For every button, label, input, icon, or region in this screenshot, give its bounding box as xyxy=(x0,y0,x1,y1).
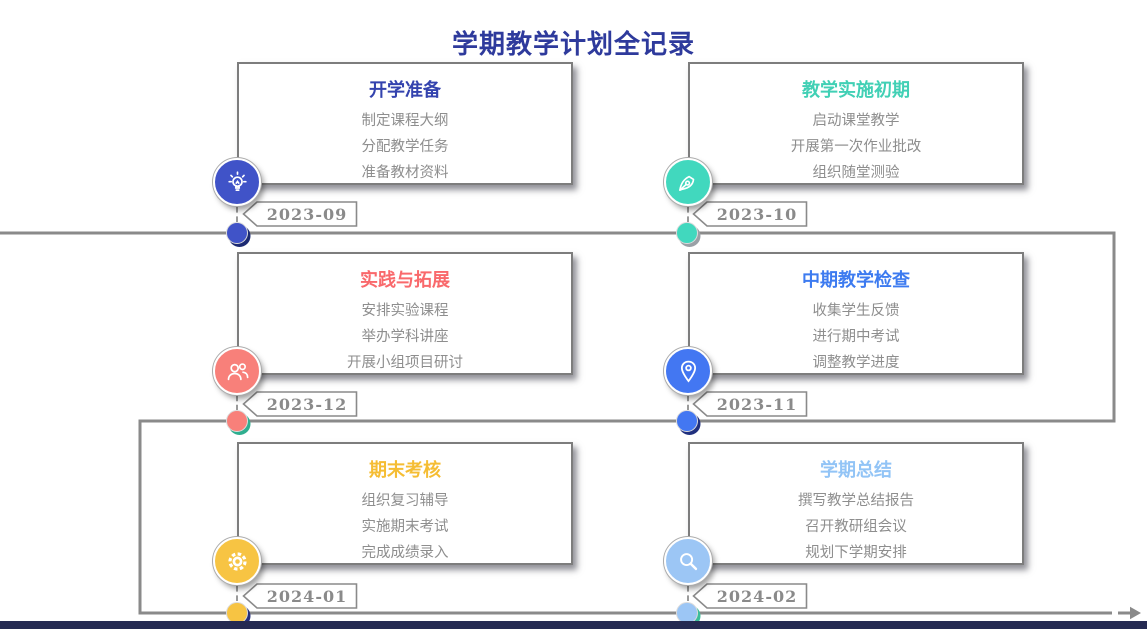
magnifier-icon xyxy=(679,552,697,570)
stage-item: 实施期末考试 xyxy=(361,519,449,535)
stage-item: 规划下学期安排 xyxy=(805,545,907,561)
dashed-connector xyxy=(236,586,238,601)
date-tag: 2023-11 xyxy=(692,391,808,417)
stage-title: 期末考核 xyxy=(369,460,441,480)
stage-item: 召开教研组会议 xyxy=(805,519,907,535)
pen-nib-icon xyxy=(679,175,695,191)
stage-item: 分配教学任务 xyxy=(361,139,449,155)
lightbulb-icon xyxy=(227,170,247,191)
stage-item: 启动课堂教学 xyxy=(812,113,900,129)
date-tag-shape xyxy=(242,201,358,227)
date-label: 2023-10 xyxy=(716,204,798,224)
stage-item: 调整教学进度 xyxy=(812,355,900,371)
stage-card: 期末考核 组织复习辅导 实施期末考试 完成成绩录入 xyxy=(237,442,573,565)
stage-title: 学期总结 xyxy=(820,460,892,480)
date-tag: 2024-02 xyxy=(692,583,808,609)
dashed-connector xyxy=(687,396,689,410)
timeline-dot xyxy=(226,410,248,432)
timeline-dot xyxy=(226,222,248,244)
stage-icon-badge xyxy=(213,158,261,206)
date-label: 2023-12 xyxy=(266,394,348,414)
stage-card: 学期总结 撰写教学总结报告 召开教研组会议 规划下学期安排 xyxy=(688,442,1024,565)
date-tag: 2023-12 xyxy=(242,391,358,417)
stage-title: 实践与拓展 xyxy=(360,270,450,290)
timeline-dot xyxy=(676,410,698,432)
stage-item: 组织随堂测验 xyxy=(812,165,900,181)
stage-item: 收集学生反馈 xyxy=(812,303,900,319)
date-label: 2024-01 xyxy=(266,586,348,606)
group-icon xyxy=(227,362,248,380)
dashed-connector xyxy=(236,396,238,410)
date-tag: 2023-10 xyxy=(692,201,808,227)
stage-items: 组织复习辅导 实施期末考试 完成成绩录入 xyxy=(239,488,571,566)
stage-card: 实践与拓展 安排实验课程 举办学科讲座 开展小组项目研讨 xyxy=(237,252,573,375)
gear-icon xyxy=(227,551,247,571)
stage-icon-badge xyxy=(664,537,712,585)
dashed-connector xyxy=(687,207,689,222)
date-tag-shape xyxy=(692,201,808,227)
map-pin-icon xyxy=(680,360,696,383)
date-tag: 2024-01 xyxy=(242,583,358,609)
stage-item: 制定课程大纲 xyxy=(361,113,449,129)
stage-icon-badge xyxy=(664,158,712,206)
stage-icon-badge xyxy=(664,347,712,395)
page-title: 学期教学计划全记录 xyxy=(451,29,695,60)
timeline-dot xyxy=(676,222,698,244)
date-tag: 2023-09 xyxy=(242,201,358,227)
stage-item: 完成成绩录入 xyxy=(361,545,449,561)
stage-icon-badge xyxy=(213,537,261,585)
stage-item: 开展小组项目研讨 xyxy=(347,355,463,371)
dashed-connector xyxy=(236,207,238,222)
date-label: 2023-09 xyxy=(266,204,348,224)
stage-item: 撰写教学总结报告 xyxy=(798,493,914,509)
timeline-arrow-icon xyxy=(1130,606,1141,620)
stage-title: 开学准备 xyxy=(369,80,441,100)
footer-bar xyxy=(0,621,1147,629)
stage-item: 安排实验课程 xyxy=(361,303,449,319)
stage-title: 中期教学检查 xyxy=(802,270,910,290)
stage-items: 启动课堂教学 开展第一次作业批改 组织随堂测验 xyxy=(690,108,1022,186)
stage-items: 制定课程大纲 分配教学任务 准备教材资料 xyxy=(239,108,571,186)
stage-card: 开学准备 制定课程大纲 分配教学任务 准备教材资料 xyxy=(237,62,573,185)
stage-items: 撰写教学总结报告 召开教研组会议 规划下学期安排 xyxy=(690,488,1022,566)
dashed-connector xyxy=(687,586,689,601)
stage-item: 举办学科讲座 xyxy=(361,329,449,345)
date-label: 2023-11 xyxy=(716,394,798,414)
stage-item: 组织复习辅导 xyxy=(361,493,449,509)
stage-card: 教学实施初期 启动课堂教学 开展第一次作业批改 组织随堂测验 xyxy=(688,62,1024,185)
stage-item: 开展第一次作业批改 xyxy=(790,139,922,155)
stage-items: 收集学生反馈 进行期中考试 调整教学进度 xyxy=(690,298,1022,376)
date-label: 2024-02 xyxy=(716,586,798,606)
stage-item: 准备教材资料 xyxy=(361,165,449,181)
stage-items: 安排实验课程 举办学科讲座 开展小组项目研讨 xyxy=(239,298,571,376)
stage-icon-badge xyxy=(213,347,261,395)
stage-title: 教学实施初期 xyxy=(802,80,910,100)
stage-card: 中期教学检查 收集学生反馈 进行期中考试 调整教学进度 xyxy=(688,252,1024,375)
stage-item: 进行期中考试 xyxy=(812,329,900,345)
